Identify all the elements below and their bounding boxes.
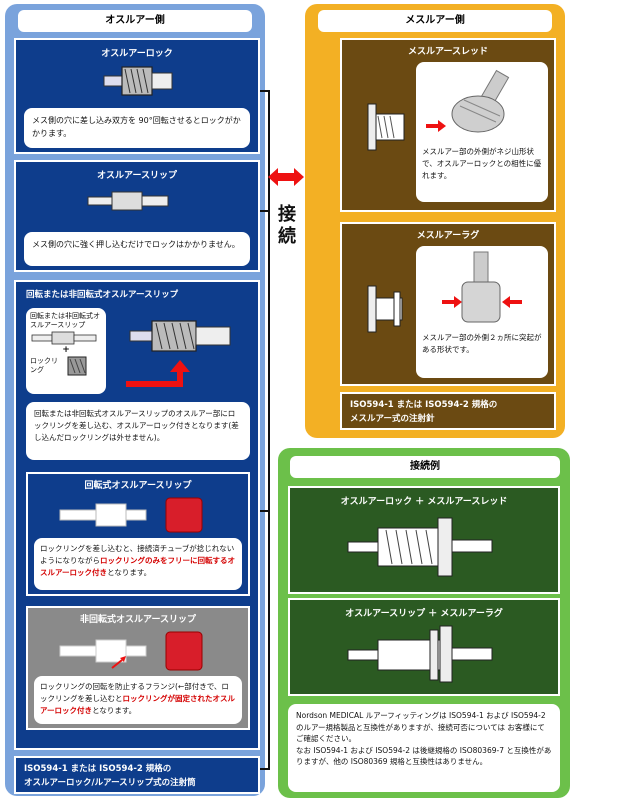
ring-label: ロックリング bbox=[30, 357, 58, 374]
female-thread-title: メスルアースレッド bbox=[407, 47, 488, 57]
male-luer-slip-title: オスルアースリップ bbox=[96, 171, 177, 181]
female-thread-diagram bbox=[354, 102, 406, 152]
example-2-title: オスルアースリップ ＋ メスルアーラグ bbox=[345, 609, 503, 619]
male-luer-slip-image bbox=[86, 188, 170, 214]
rotating-slip-image bbox=[58, 494, 208, 534]
example-1-section: オスルアーロック ＋ メスルアースレッド bbox=[288, 486, 560, 594]
connect-label: 接続 bbox=[278, 204, 296, 247]
rotating-group-parts-card: 回転または非回転式オスルアースリップ + ロックリング bbox=[26, 308, 106, 394]
rotating-desc-pre: ロックリングを差し込むと、接続済チューブが捻じれないようになりながら bbox=[40, 544, 235, 565]
compatibility-note-2: なお ISO594-1 および ISO594-2 は後継規格の ISO80369… bbox=[296, 745, 552, 767]
male-luer-slip-section: オスルアースリップ メス側の穴に強く押し込むだけでロックはかかりません。 bbox=[14, 160, 260, 272]
compatibility-note-1: Nordson MEDICAL ルアーフィッティングは ISO594-1 および… bbox=[296, 711, 546, 743]
male-luer-lock-title: オスルアーロック bbox=[101, 49, 173, 59]
female-lug-title: メスルアーラグ bbox=[416, 231, 480, 241]
rotating-desc-post: となります。 bbox=[107, 568, 152, 577]
slip-part-icon bbox=[31, 331, 97, 345]
nonrotating-slip-title: 非回転式オスルアースリップ bbox=[79, 615, 196, 625]
rotating-slip-desc: ロックリングを差し込むと、接続済チューブが捻じれないようになりながらロックリング… bbox=[34, 538, 242, 590]
male-luer-lock-image bbox=[100, 64, 176, 98]
female-luer-header: メスルアー側 bbox=[318, 10, 552, 32]
left-connector-tick-2 bbox=[260, 510, 270, 512]
example-1-title: オスルアーロック ＋ メスルアースレッド bbox=[340, 497, 508, 507]
female-lug-desc: メスルアー部の外側２ヵ所に突起がある形状です。 bbox=[422, 333, 542, 354]
example-1-image bbox=[346, 514, 506, 578]
assembled-lock-image bbox=[126, 316, 236, 356]
female-lug-image bbox=[442, 251, 522, 323]
left-connector-line bbox=[260, 90, 270, 770]
rotating-group-desc: 回転または非回転式オスルアースリップのオスルアー部にロックリングを差し込む、オス… bbox=[26, 402, 250, 460]
female-thread-card: メスルアー部の外側がネジ山形状で、オスルアーロックとの相性に優れます。 bbox=[416, 62, 548, 202]
male-luer-header: オスルアー側 bbox=[18, 10, 252, 32]
female-thread-image bbox=[426, 69, 510, 133]
female-thread-desc: メスルアー部の外側がネジ山形状で、オスルアーロックとの相性に優れます。 bbox=[422, 147, 542, 180]
plus-sign: + bbox=[62, 345, 70, 355]
female-luer-footer: ISO594-1 または ISO594-2 規格の メスルアー式の注射針 bbox=[340, 392, 556, 430]
bidirectional-arrow-icon bbox=[268, 166, 304, 188]
compatibility-note: Nordson MEDICAL ルアーフィッティングは ISO594-1 および… bbox=[288, 704, 560, 792]
rotating-slip-section: 回転式オスルアースリップ ロックリングを差し込むと、接続済チューブが捻じれないよ… bbox=[26, 472, 250, 596]
female-thread-section: メスルアースレッド メスルアー部の外側がネジ山形状で、オスルアーロックとの相性に… bbox=[340, 38, 556, 212]
connection-examples-header: 接続例 bbox=[290, 456, 560, 478]
nonrotating-desc-pre: ロックリングの回転を防止するフランジ(←部付きで、ロックリングを差し込むと bbox=[40, 682, 229, 703]
male-luer-lock-section: オスルアーロック メス側の穴に差し込み双方を 90°回転させるとロックがかかりま… bbox=[14, 38, 260, 154]
rotating-desc-red: ロックリングのみをフリーに回転するオスルアーロック付き bbox=[40, 556, 235, 577]
female-lug-section: メスルアーラグ メスルアー部の外側２ヵ所に突起がある形状です。 bbox=[340, 222, 556, 386]
nonrotating-slip-section: 非回転式オスルアースリップ ロックリングの回転を防止するフランジ(←部付きで、ロ… bbox=[26, 606, 250, 730]
female-lug-diagram bbox=[354, 284, 406, 334]
male-luer-slip-desc: メス側の穴に強く押し込むだけでロックはかかりません。 bbox=[24, 232, 250, 266]
rotating-group-section: 回転または非回転式オスルアースリップ 回転または非回転式オスルアースリップ + … bbox=[14, 280, 260, 750]
part-label: 回転または非回転式オスルアースリップ bbox=[30, 312, 100, 329]
assembly-arrow-icon bbox=[124, 360, 198, 390]
nonrotating-desc-red: ロックリングが固定されたオスルアーロック付き bbox=[40, 694, 235, 715]
example-2-image bbox=[346, 624, 506, 684]
nonrotating-slip-desc: ロックリングの回転を防止するフランジ(←部付きで、ロックリングを差し込むとロック… bbox=[34, 676, 242, 724]
female-lug-card: メスルアー部の外側２ヵ所に突起がある形状です。 bbox=[416, 246, 548, 378]
nonrotating-slip-image bbox=[58, 628, 208, 672]
left-connector-tick-1 bbox=[260, 210, 270, 212]
lock-ring-icon bbox=[67, 356, 87, 376]
male-luer-lock-desc: メス側の穴に差し込み双方を 90°回転させるとロックがかかります。 bbox=[24, 108, 250, 148]
male-luer-footer: ISO594-1 または ISO594-2 規格の オスルアーロック/ルアースリ… bbox=[14, 756, 260, 794]
nonrotating-desc-post: となります。 bbox=[92, 706, 137, 715]
rotating-group-title: 回転または非回転式オスルアースリップ bbox=[26, 290, 179, 300]
example-2-section: オスルアースリップ ＋ メスルアーラグ bbox=[288, 598, 560, 696]
rotating-slip-title: 回転式オスルアースリップ bbox=[84, 481, 192, 491]
